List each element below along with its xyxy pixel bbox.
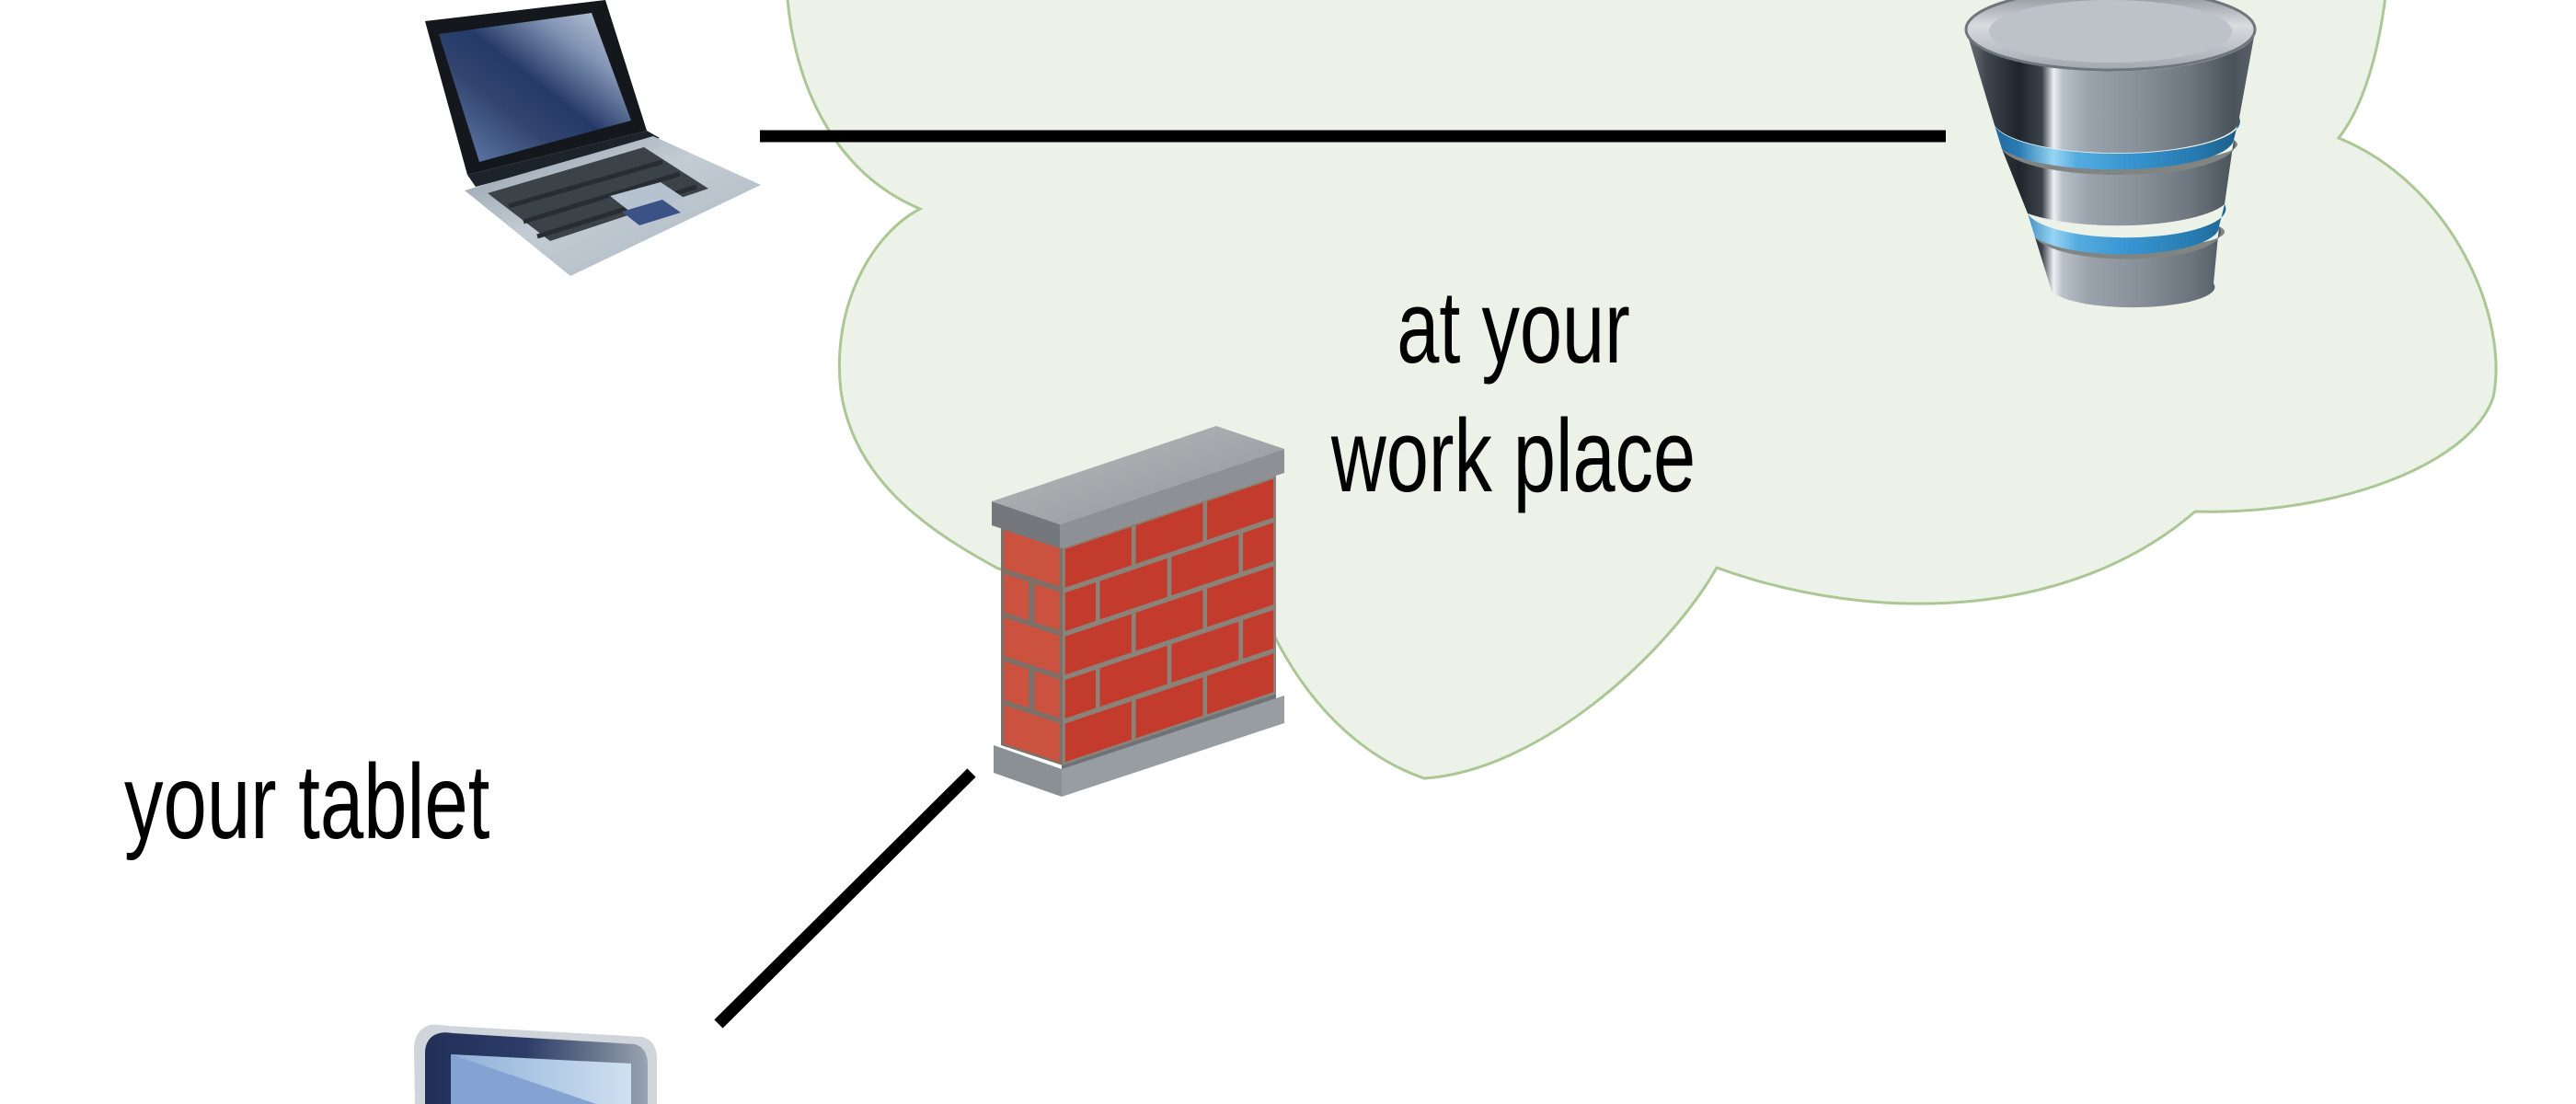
db-ring — [2028, 204, 2226, 255]
laptop-touchpad — [610, 182, 685, 215]
firewall-icon — [992, 426, 1284, 797]
db-ring — [1995, 118, 2240, 170]
db-top-cap-inner — [1989, 0, 2232, 63]
db-cylinder-bottom — [2035, 226, 2222, 308]
workplace-label: at your work place — [1173, 263, 1854, 521]
laptop-screen — [439, 13, 631, 162]
tablet-icon — [414, 1024, 658, 1104]
firewall-cap-left — [992, 501, 1060, 548]
workplace-label-line2: work place — [1330, 398, 1696, 513]
db-cylinder-top — [1967, 33, 2254, 154]
laptop-touchpad-button — [622, 200, 681, 225]
keyboard-row — [508, 159, 663, 209]
database-icon — [1964, 0, 2257, 308]
workplace-label-line1: at your — [1397, 270, 1630, 385]
tablet-firewall-line — [714, 768, 976, 1029]
keyboard-row — [523, 171, 681, 224]
firewall-base-left — [994, 745, 1062, 797]
db-cylinder-middle — [2002, 140, 2236, 226]
tablet-label: your tablet — [124, 743, 490, 861]
firewall-cap-front — [1060, 449, 1284, 548]
firewall-base-front — [1062, 696, 1284, 797]
laptop-hinge — [467, 131, 660, 187]
firewall-side-bricks — [1004, 529, 1060, 763]
laptop-icon — [425, 0, 761, 276]
firewall-cap-top — [992, 426, 1284, 524]
tablet-screen-shade — [451, 1054, 596, 1104]
firewall-front-bricks — [1064, 478, 1274, 763]
